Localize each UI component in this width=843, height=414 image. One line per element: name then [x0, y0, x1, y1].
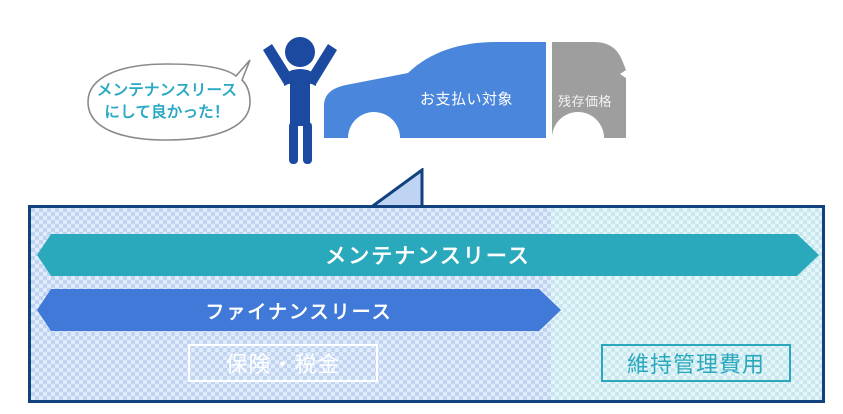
car-residual-label: 残存価格	[558, 94, 613, 109]
category-insurance-tax: 保険・税金	[188, 344, 378, 382]
lease-comparison-panel: メンテナンスリース ファイナンスリース 保険・税金 維持管理費用	[28, 205, 825, 403]
car-front-wheel-cut	[348, 112, 400, 138]
happy-person-figure	[258, 26, 342, 166]
speech-bubble: メンテナンスリース にして良かった！	[74, 58, 260, 146]
speech-bubble-shape	[87, 59, 251, 141]
lease-bars: メンテナンスリース ファイナンスリース 保険・税金 維持管理費用	[31, 208, 822, 400]
speech-bubble-text: メンテナンスリース にして良かった！	[74, 58, 260, 146]
car-rear-wheel-cut	[552, 112, 604, 138]
finance-lease-bar: ファイナンスリース	[37, 289, 561, 331]
speech-bubble-line-2: にして良かった！	[104, 104, 230, 121]
illustration-area: メンテナンスリース にして良かった！	[0, 0, 843, 200]
speech-bubble-line-1: メンテナンスリース	[96, 81, 238, 99]
person-icon	[263, 37, 337, 164]
category-maintenance-cost: 維持管理費用	[601, 344, 791, 382]
car-icon	[324, 42, 626, 138]
maintenance-lease-bar: メンテナンスリース	[37, 234, 819, 276]
car-illustration	[320, 30, 650, 170]
car-payment-label: お支払い対象	[420, 91, 514, 108]
